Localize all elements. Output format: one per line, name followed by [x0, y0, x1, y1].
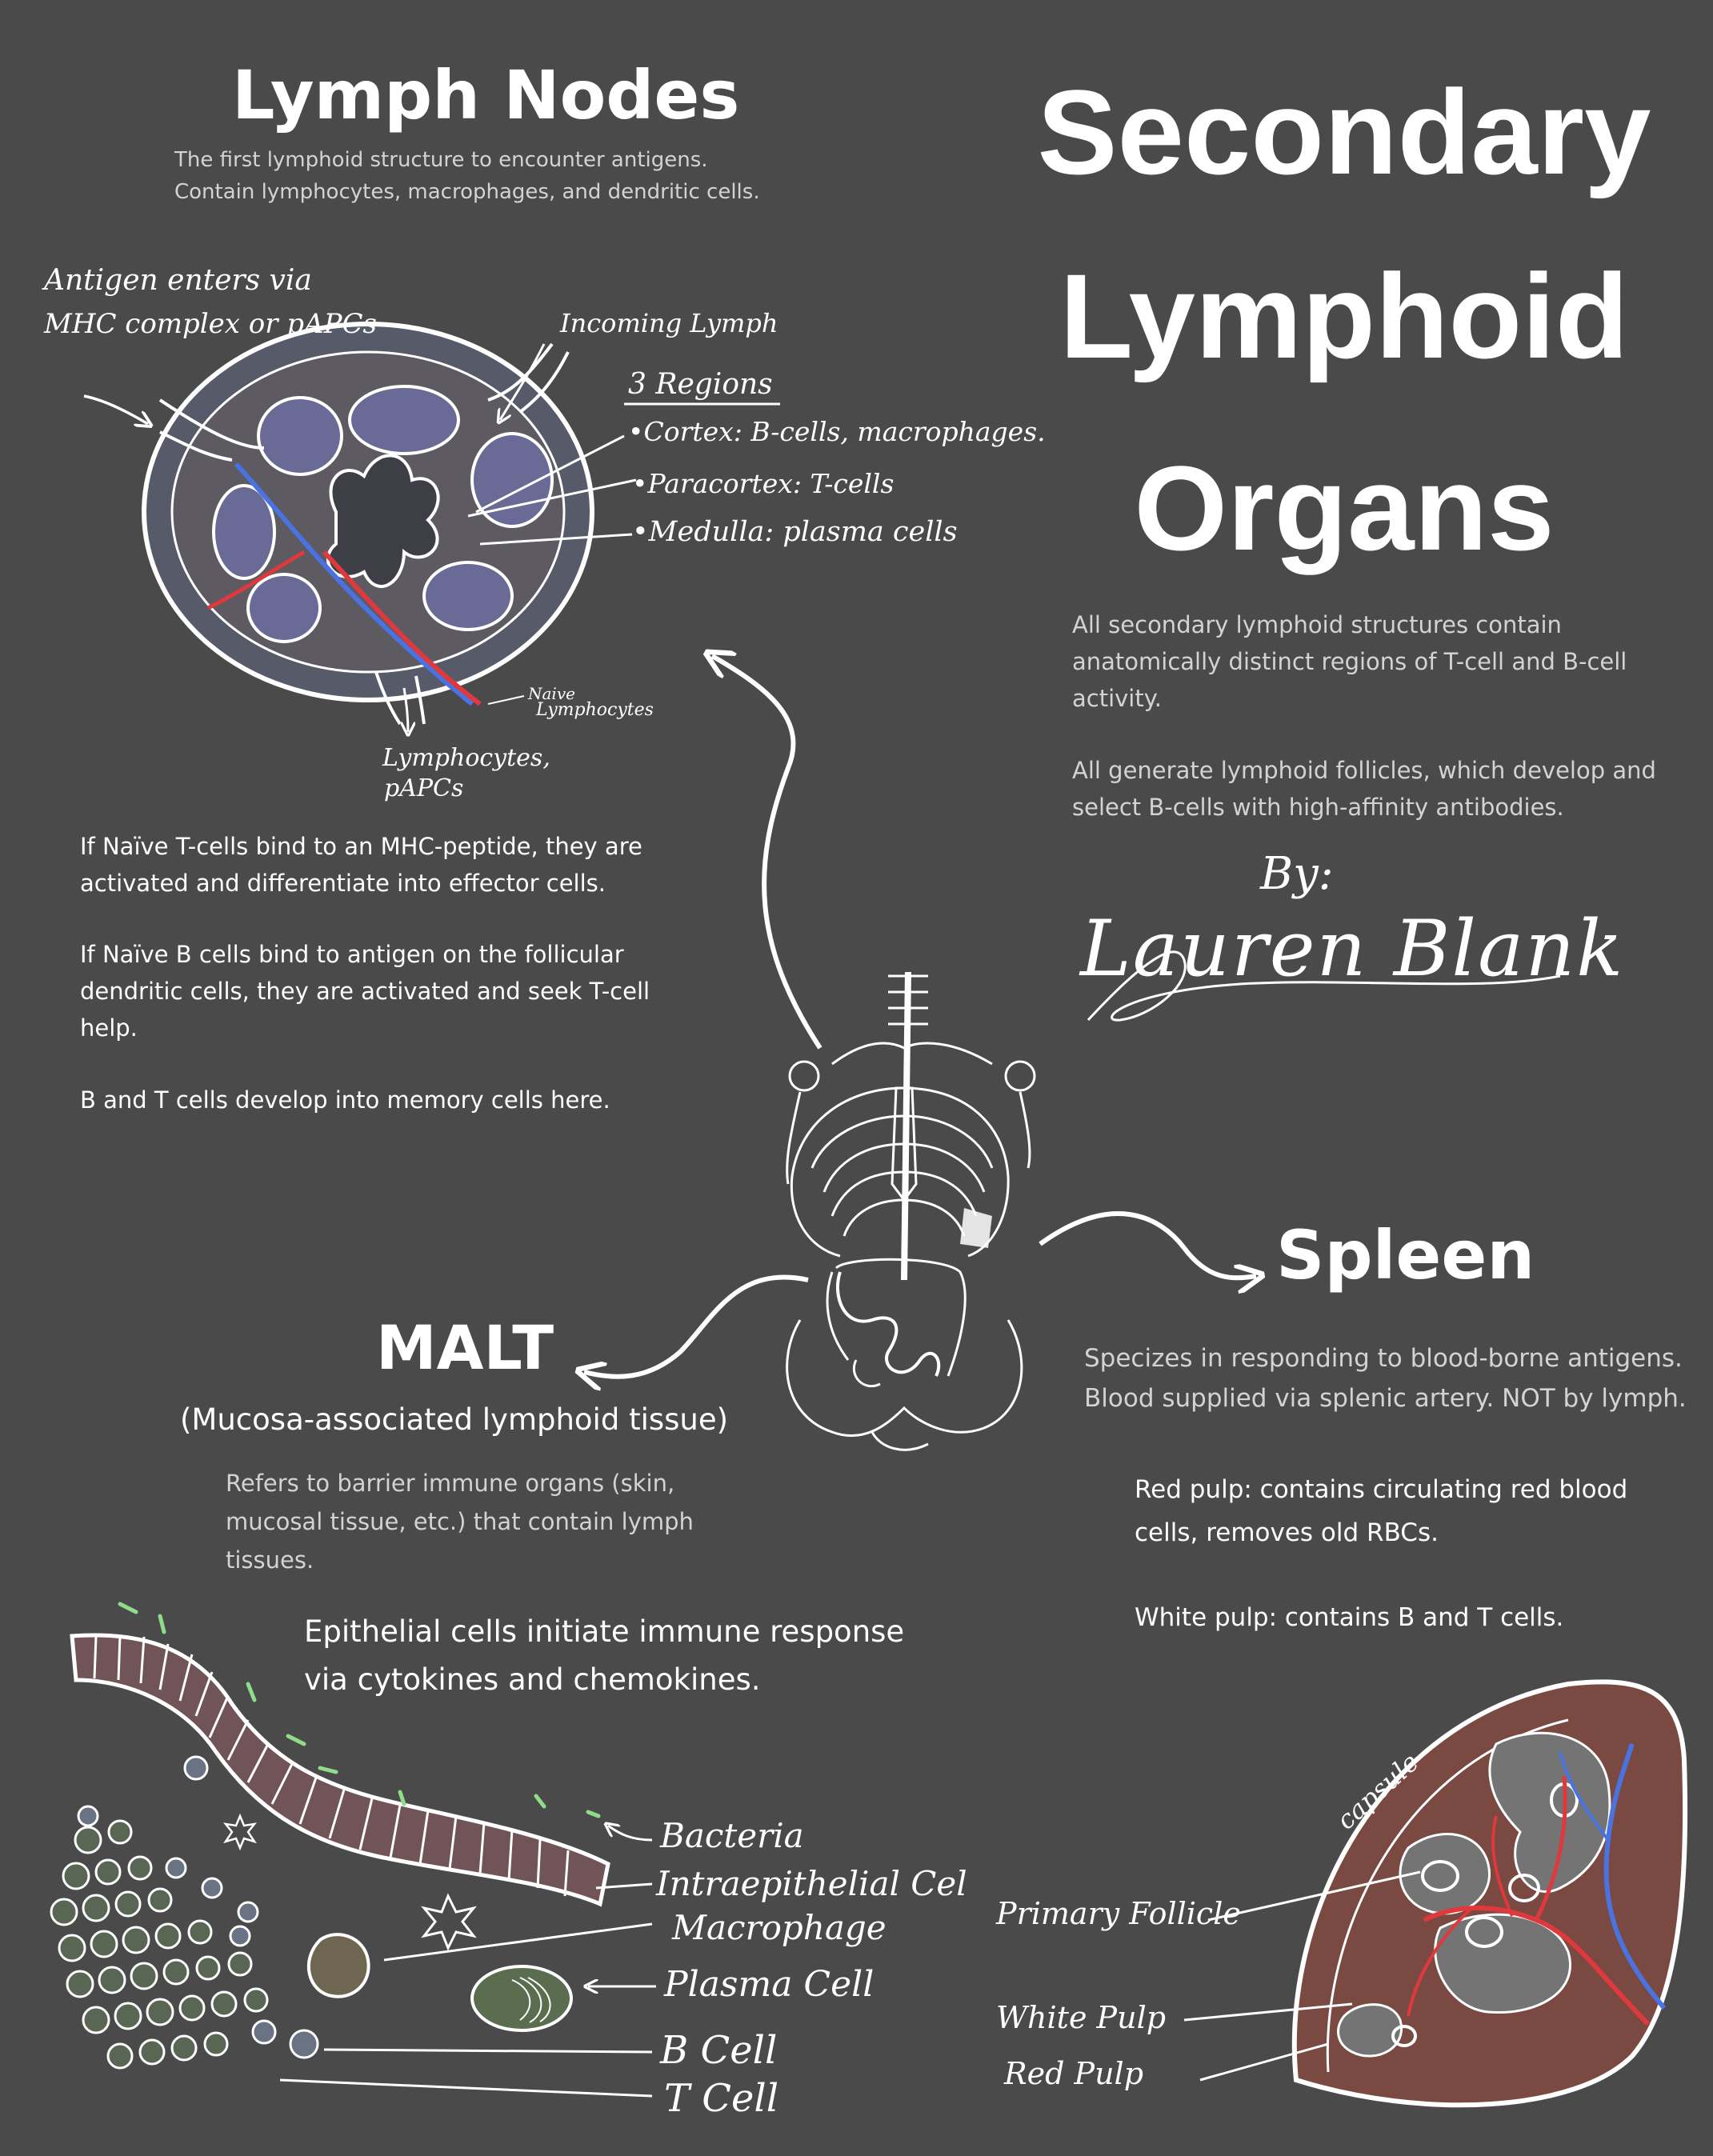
title-line-3: Organs	[1134, 441, 1555, 575]
spleen-red-pulp: Red pulp: contains circulating red blood…	[1135, 1475, 1628, 1547]
arrow-to-malt	[584, 1274, 809, 1376]
lymph-nodes-paragraph-3: B and T cells develop into memory cells …	[80, 1086, 610, 1114]
malt-description: Refers to barrier immune organs (skin, m…	[226, 1470, 694, 1574]
skeleton-torso-illustration	[786, 971, 1036, 1451]
spleen-white-pulp: White pulp: contains B and T cells.	[1135, 1603, 1564, 1632]
lymph-node-illustration	[83, 322, 780, 732]
spleen-heading: Spleen	[1276, 1216, 1535, 1294]
label-white-pulp: White Pulp	[996, 2000, 1167, 2035]
malt-heading: MALT	[376, 1312, 554, 1383]
label-incoming-lymph: Incoming Lymph	[560, 308, 778, 338]
label-bacteria: Bacteria	[660, 1816, 804, 1855]
label-naive-line-1: Naive	[528, 684, 575, 703]
intro-paragraph-2: All generate lymphoid follicles, which d…	[1072, 757, 1656, 821]
label-macrophage: Macrophage	[672, 1908, 887, 1947]
malt-epithelium-illustration	[50, 1602, 656, 2098]
label-3-regions: 3 Regions	[628, 368, 773, 401]
spleen-line-1: Specizes in responding to blood-borne an…	[1084, 1344, 1683, 1373]
intro-paragraph-1: All secondary lymphoid structures contai…	[1072, 611, 1627, 712]
label-antigen-line-2: MHC complex or pAPCs	[44, 308, 377, 340]
label-lymphocytes-out-1: Lymphocytes,	[382, 744, 550, 772]
label-t-cell: T Cell	[664, 2076, 779, 2121]
label-primary-follicle: Primary Follicle	[996, 1896, 1241, 1931]
malt-subheading: (Mucosa-associated lymphoid tissue)	[180, 1402, 729, 1437]
main-title: Secondary Lymphoid Organs	[992, 64, 1696, 576]
signature-swash	[1087, 950, 1561, 1022]
title-line-2: Lymphoid	[1059, 249, 1629, 383]
arrow-to-lymph-nodes	[712, 656, 822, 1050]
label-plasma-cell: Plasma Cell	[664, 1964, 875, 2005]
lymph-nodes-paragraph-1: If Naïve T-cells bind to an MHC-peptide,…	[80, 833, 642, 897]
lymph-nodes-subtitle-2: Contain lymphocytes, macrophages, and de…	[174, 180, 760, 204]
label-red-pulp: Red Pulp	[1004, 2056, 1144, 2091]
malt-epithelial-text: Epithelial cells initiate immune respons…	[304, 1614, 905, 1697]
label-paracortex: •Paracortex: T-cells	[632, 468, 895, 499]
label-cortex: •Cortex: B-cells, macrophages.	[628, 416, 1046, 447]
author-signature: Lauren Blank	[1080, 904, 1625, 994]
lymph-nodes-paragraph-2: If Naïve B cells bind to antigen on the …	[80, 941, 650, 1042]
lymph-nodes-heading: Lymph Nodes	[232, 56, 740, 134]
label-medulla: •Medulla: plasma cells	[632, 516, 958, 548]
arrow-to-spleen	[1039, 1211, 1256, 1278]
label-antigen-line-1: Antigen enters via	[44, 264, 312, 297]
label-b-cell: B Cell	[660, 2028, 778, 2073]
title-line-1: Secondary	[1037, 65, 1651, 199]
label-lymphocytes-out-2: pAPCs	[384, 774, 464, 802]
author-by: By:	[1260, 848, 1334, 900]
spleen-illustration	[1183, 1679, 1688, 2108]
spleen-line-2: Blood supplied via splenic artery. NOT b…	[1084, 1384, 1687, 1413]
lymph-nodes-subtitle-1: The first lymphoid structure to encounte…	[174, 148, 708, 172]
label-naive-line-2: Lymphocytes	[536, 700, 654, 720]
label-intraepithelial: Intraepithelial Cel	[656, 1864, 967, 1903]
